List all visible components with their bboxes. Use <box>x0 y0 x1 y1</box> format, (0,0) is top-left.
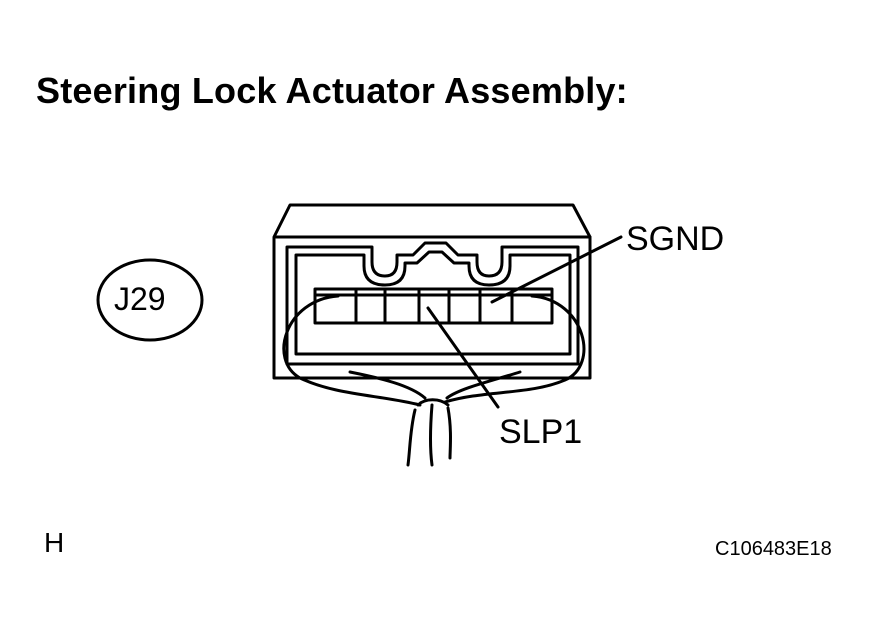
connector-housing-outer <box>272 203 592 380</box>
view-code-label: H <box>44 527 65 558</box>
connector-id-label: J29 <box>114 281 166 317</box>
wire-inner-b <box>445 370 522 400</box>
diagram-title: Steering Lock Actuator Assembly: <box>36 70 628 111</box>
slp1-leader-line <box>426 306 500 409</box>
pin-row <box>313 287 554 325</box>
sgnd-pin-label: SGND <box>626 220 725 258</box>
wire-left-loop <box>282 294 422 407</box>
wire-bundle <box>406 398 452 467</box>
wire-right-loop <box>443 294 586 404</box>
pin-dividers <box>354 287 514 325</box>
wire-inner-a <box>348 370 427 400</box>
sgnd-leader-line <box>490 235 623 304</box>
slp1-pin-label: SLP1 <box>499 413 583 451</box>
connector-id-ellipse <box>96 258 204 342</box>
connector-inner-frame-2 <box>294 250 572 356</box>
figure-code-label: C106483E18 <box>715 538 832 560</box>
connector-inner-frame <box>285 241 580 366</box>
